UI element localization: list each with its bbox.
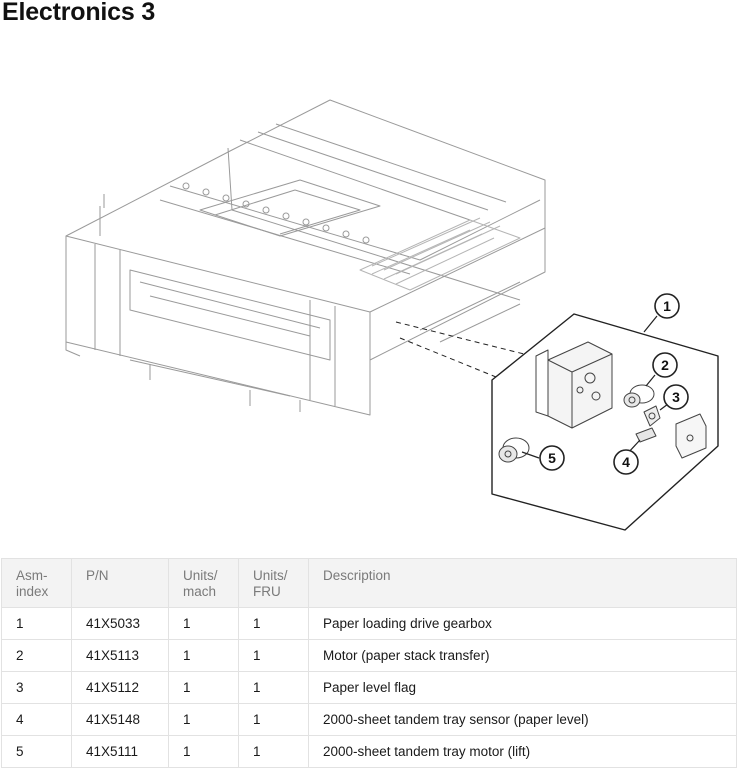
table-row: 3 41X5112 1 1 Paper level flag — [1, 671, 737, 704]
tandem-tray-assembly — [65, 99, 546, 416]
table-row: 1 41X5033 1 1 Paper loading drive gearbo… — [1, 607, 737, 640]
cell-pn: 41X5112 — [71, 671, 169, 704]
cell-units-fru: 1 — [238, 703, 309, 736]
cell-asm-index: 2 — [1, 639, 72, 672]
motor-part — [623, 384, 655, 408]
cell-description: 2000-sheet tandem tray motor (lift) — [308, 735, 737, 768]
parts-table: Asm- index P/N Units/ mach Units/ FRU De… — [1, 558, 737, 768]
table-row: 5 41X5111 1 1 2000-sheet tandem tray mot… — [1, 735, 737, 768]
callout-2: 2 — [661, 357, 669, 373]
mesh-panel — [359, 217, 521, 291]
cell-units-mach: 1 — [168, 607, 239, 640]
cell-description: Paper loading drive gearbox — [308, 607, 737, 640]
callout-3: 3 — [672, 389, 680, 405]
cell-units-fru: 1 — [238, 671, 309, 704]
rail-holes — [182, 182, 370, 244]
cell-asm-index: 5 — [1, 735, 72, 768]
cell-pn: 41X5033 — [71, 607, 169, 640]
flag-part — [643, 405, 661, 427]
sensor-part — [635, 427, 657, 443]
table-header-row: Asm- index P/N Units/ mach Units/ FRU De… — [1, 558, 737, 608]
cell-units-mach: 1 — [168, 735, 239, 768]
header-units-fru: Units/ FRU — [238, 558, 309, 608]
table-row: 2 41X5113 1 1 Motor (paper stack transfe… — [1, 639, 737, 672]
lift-motor-part — [498, 437, 530, 463]
cell-pn: 41X5111 — [71, 735, 169, 768]
header-asm-index: Asm- index — [1, 558, 72, 608]
cell-units-fru: 1 — [238, 735, 309, 768]
header-units-mach: Units/ mach — [168, 558, 239, 608]
table-row: 4 41X5148 1 1 2000-sheet tandem tray sen… — [1, 703, 737, 736]
cell-asm-index: 1 — [1, 607, 72, 640]
cell-description: Motor (paper stack transfer) — [308, 639, 737, 672]
gearbox-part — [535, 341, 613, 429]
cell-pn: 41X5113 — [71, 639, 169, 672]
cell-description: 2000-sheet tandem tray sensor (paper lev… — [308, 703, 737, 736]
header-pn: P/N — [71, 558, 169, 608]
page-title: Electronics 3 — [2, 0, 156, 26]
header-description: Description — [308, 558, 737, 608]
cell-units-mach: 1 — [168, 639, 239, 672]
cell-asm-index: 4 — [1, 703, 72, 736]
cell-units-mach: 1 — [168, 671, 239, 704]
cell-units-mach: 1 — [168, 703, 239, 736]
cell-units-fru: 1 — [238, 607, 309, 640]
callout-1: 1 — [663, 298, 671, 314]
bracket-part — [675, 413, 707, 459]
cell-description: Paper level flag — [308, 671, 737, 704]
exploded-parts-diagram: 1 2 3 4 5 — [65, 99, 719, 531]
cell-asm-index: 3 — [1, 671, 72, 704]
callout-5: 5 — [548, 450, 556, 466]
cell-pn: 41X5148 — [71, 703, 169, 736]
cell-units-fru: 1 — [238, 639, 309, 672]
callout-4: 4 — [622, 454, 630, 470]
